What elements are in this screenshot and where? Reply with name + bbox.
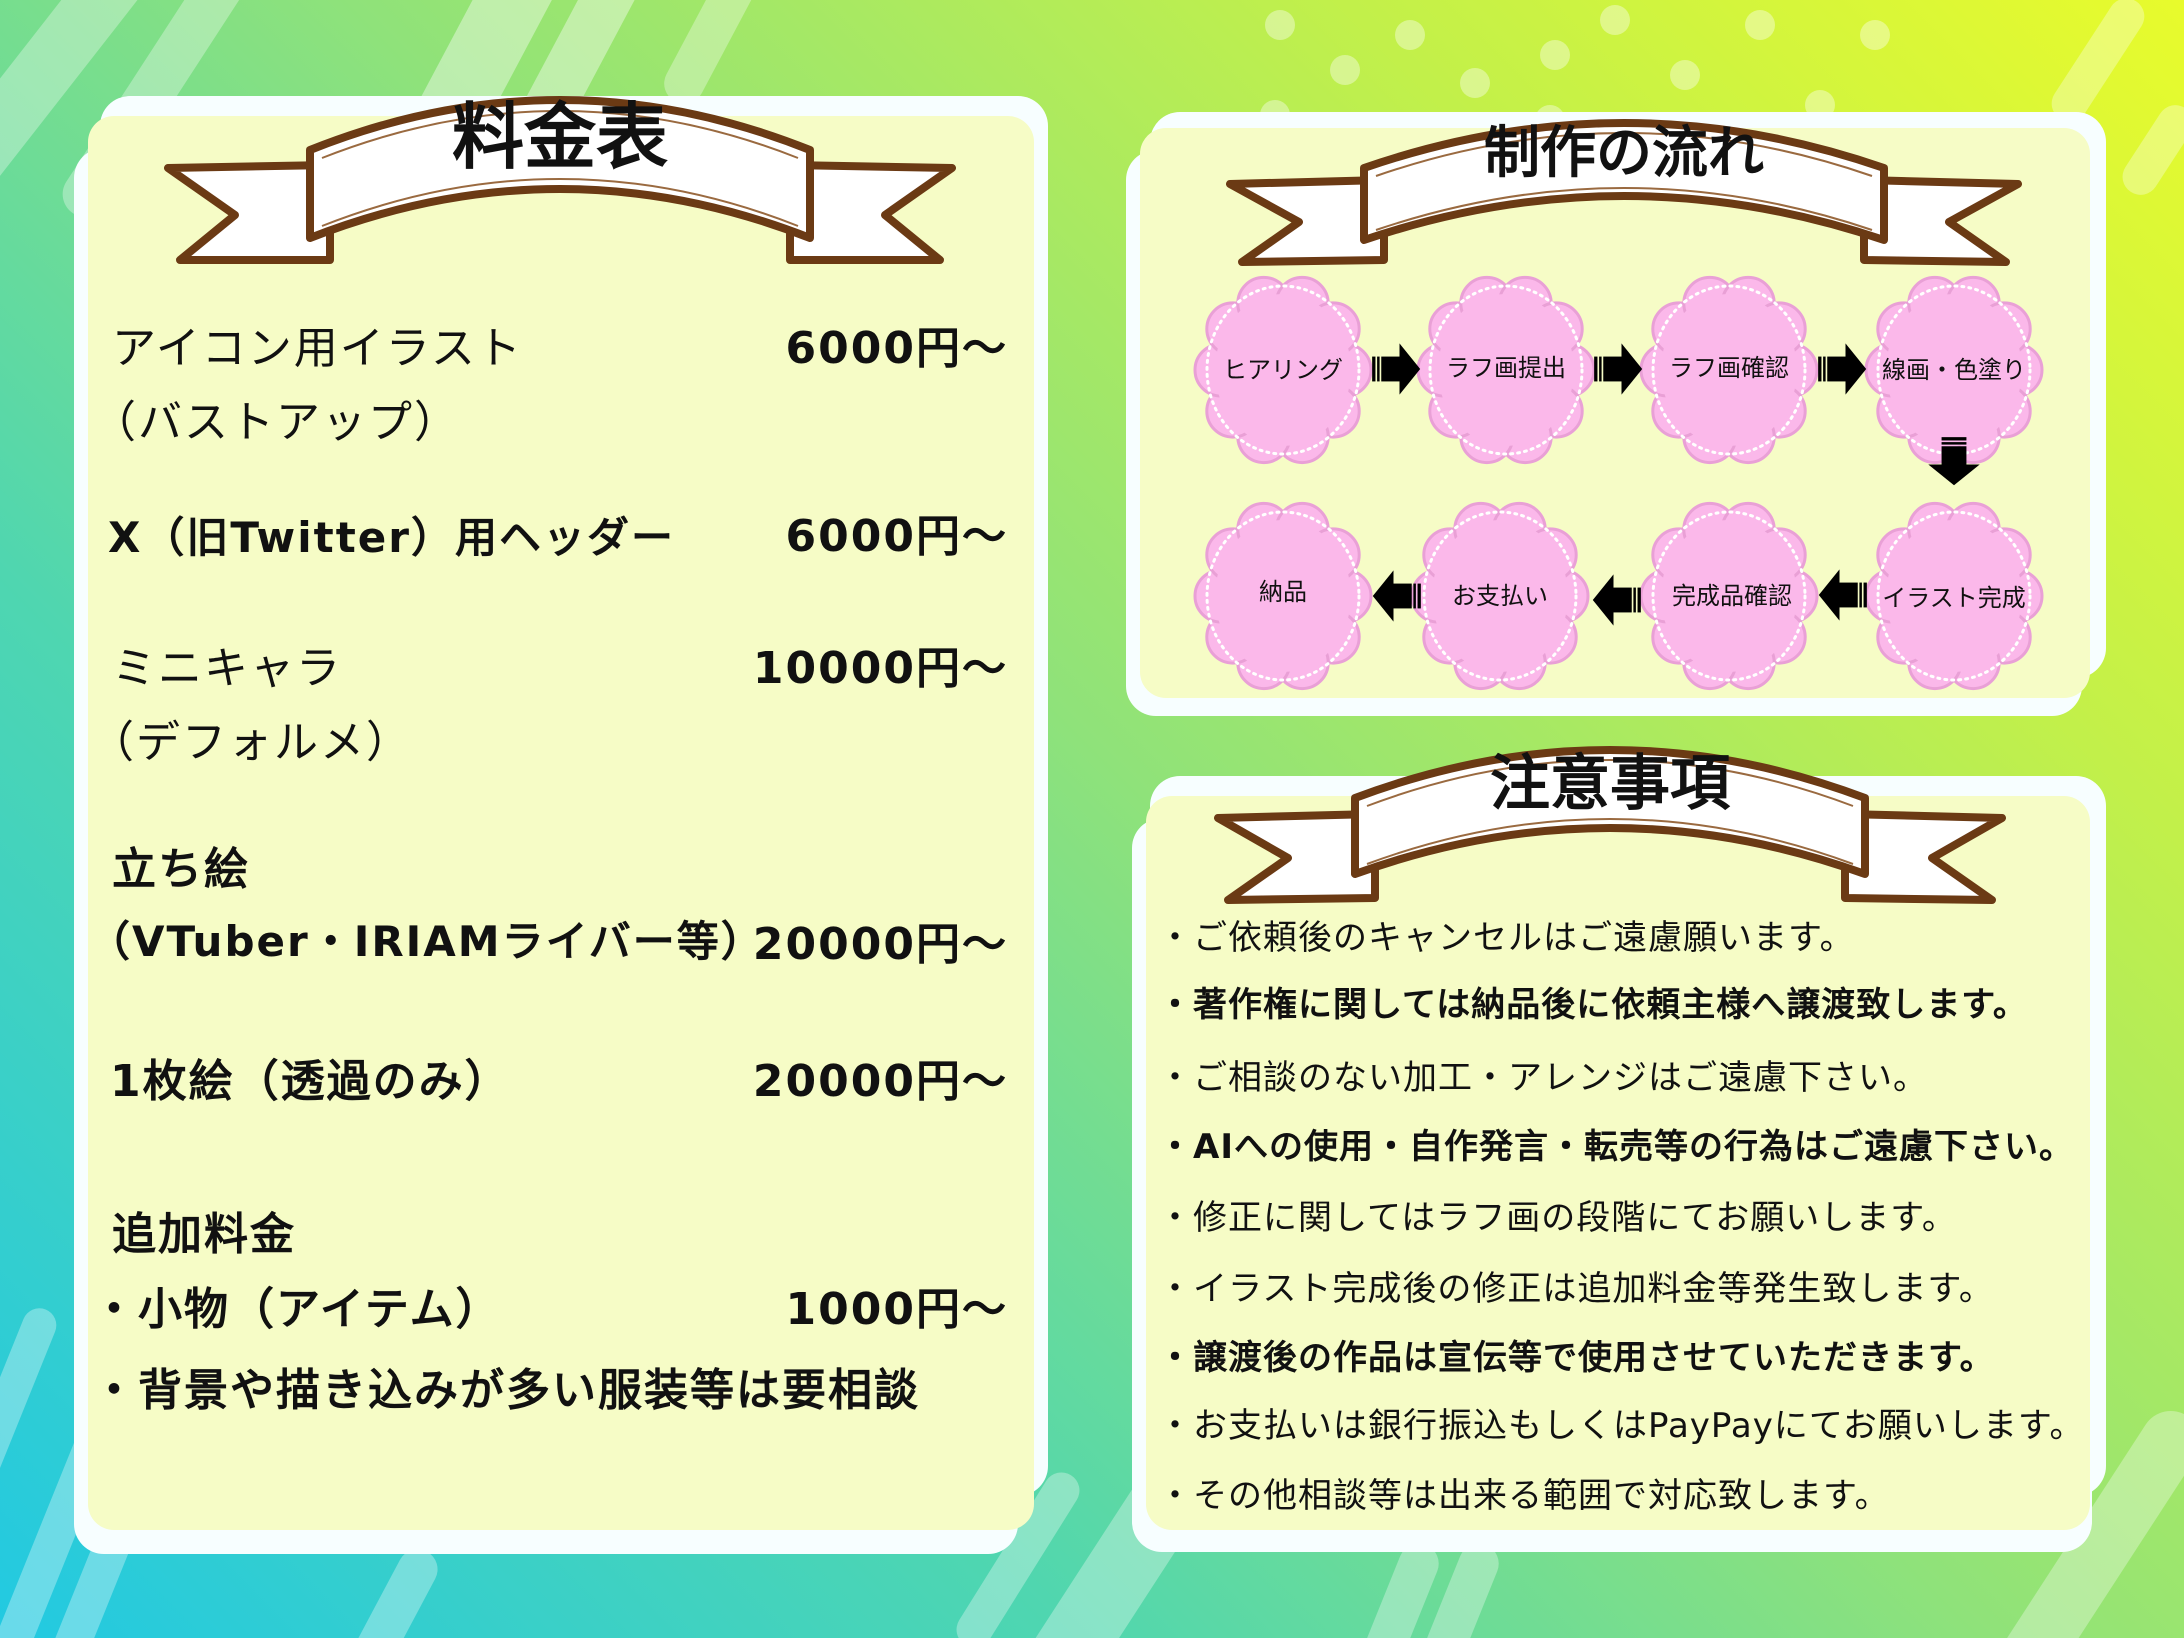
bg-stripe — [2115, 98, 2184, 202]
bg-stripe — [2044, 0, 2152, 129]
price-item-label: ミニキャラ — [112, 643, 342, 694]
price-value: 6000円～ — [785, 323, 1008, 374]
ribbon-icon — [1226, 119, 2022, 266]
note-item: ・ご依頼後のキャンセルはご遠慮願います。 — [1158, 918, 1855, 958]
price-item-label: 立ち絵 — [112, 844, 250, 895]
price-item-sublabel: （VTuber・IRIAMライバー等） — [88, 917, 765, 966]
note-item: ・イラスト完成後の修正は追加料金等発生致します。 — [1158, 1269, 1994, 1309]
workflow-title: 制作の流れ — [1484, 121, 1764, 186]
price-value: 20000円～ — [752, 1056, 1008, 1107]
pricing-title: 料金表 — [452, 95, 668, 179]
note-item: ・お支払いは銀行振込もしくはPayPayにてお願いします。 — [1158, 1406, 2085, 1446]
ribbon-icon — [164, 96, 956, 264]
bg-dot — [1600, 5, 1630, 35]
extra-fee-item: ・背景や描き込みが多い服装等は要相談 — [92, 1365, 920, 1416]
price-item-sublabel: （バストアップ） — [92, 397, 460, 448]
note-item: ・AIへの使用・自作発言・転売等の行為はご遠慮下さい。 — [1158, 1127, 2074, 1167]
bg-dot — [1745, 10, 1775, 40]
bg-stripe — [1355, 1537, 1445, 1638]
workflow-title-ribbon: 制作の流れ — [1224, 100, 2024, 270]
notes-title-ribbon: 注意事項 — [1210, 722, 2010, 907]
bg-stripe — [315, 1542, 445, 1638]
note-item: ・修正に関してはラフ画の段階にてお願いします。 — [1158, 1198, 1957, 1238]
bg-dot — [1395, 20, 1425, 50]
price-item-sublabel: （デフォルメ） — [90, 717, 412, 768]
note-item: ・著作権に関しては納品後に依頼主様へ譲渡致します。 — [1158, 985, 2028, 1025]
pricing-title-ribbon: 料金表 — [160, 70, 960, 270]
price-value: 20000円～ — [752, 919, 1008, 970]
ribbon-icon — [1214, 746, 2006, 904]
price-item-label: X（旧Twitter）用ヘッダー — [108, 513, 675, 562]
price-item-label: 1枚絵（透過のみ） — [110, 1056, 511, 1107]
bg-dot — [1540, 40, 1570, 70]
bg-dot — [1860, 20, 1890, 50]
extra-fee-heading: 追加料金 — [112, 1209, 296, 1260]
price-value: 10000円～ — [752, 643, 1008, 694]
bg-dot — [1330, 55, 1360, 85]
price-item-label: アイコン用イラスト — [112, 323, 523, 374]
price-value: 1000円～ — [785, 1284, 1008, 1335]
note-item: ・ご相談のない加工・アレンジはご遠慮下さい。 — [1158, 1058, 1928, 1098]
price-value: 6000円～ — [785, 511, 1008, 562]
bg-dot — [1460, 68, 1490, 98]
bg-dot — [1670, 60, 1700, 90]
bg-dot — [1265, 10, 1295, 40]
note-item: ・譲渡後の作品は宣伝等で使用させていただきます。 — [1158, 1338, 1995, 1378]
notes-title: 注意事項 — [1490, 749, 1731, 819]
note-item: ・その他相談等は出来る範囲で対応致します。 — [1158, 1476, 1890, 1516]
extra-fee-item: ・小物（アイテム） — [92, 1284, 502, 1335]
